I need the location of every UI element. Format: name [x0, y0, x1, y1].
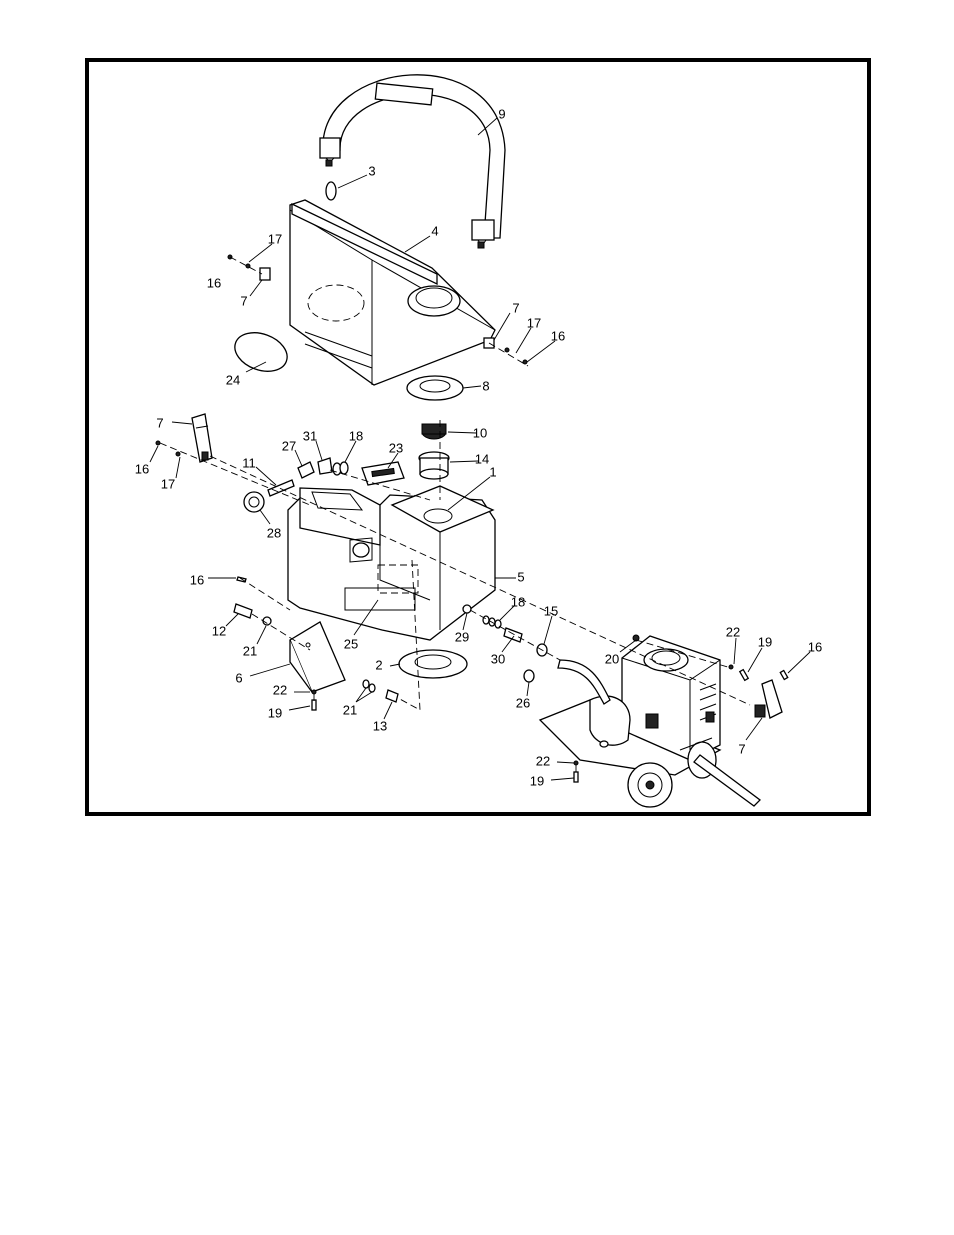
part-label-21a: 21	[243, 643, 257, 658]
part-label-16a: 16	[207, 275, 221, 290]
part-label-17c: 17	[161, 476, 175, 491]
part-label-16d: 16	[190, 572, 204, 587]
part-label-6: 6	[235, 670, 242, 685]
part-label-31: 31	[303, 428, 317, 443]
part-label-16b: 16	[551, 328, 565, 343]
fittings-top	[298, 458, 348, 478]
decal-23	[362, 462, 404, 485]
part-label-18a: 18	[349, 428, 363, 443]
part-label-20: 20	[605, 651, 619, 666]
part-label-30: 30	[491, 651, 505, 666]
part-label-7c: 7	[156, 415, 163, 430]
ring-gasket-8	[407, 376, 463, 400]
part-label-26: 26	[516, 695, 530, 710]
part-label-28: 28	[267, 525, 281, 540]
part-label-19b: 19	[268, 705, 282, 720]
part-label-22a: 22	[726, 624, 740, 639]
bushing-28	[244, 492, 264, 512]
part-label-5: 5	[517, 569, 524, 584]
strap-ring	[326, 182, 336, 200]
part-label-7b: 7	[512, 300, 519, 315]
part-label-17b: 17	[527, 315, 541, 330]
part-label-3: 3	[368, 163, 375, 178]
part-label-23: 23	[389, 440, 403, 455]
part-label-14: 14	[475, 451, 489, 466]
part-label-11: 11	[242, 455, 256, 470]
part-label-17a: 17	[268, 231, 282, 246]
part-label-12: 12	[212, 623, 226, 638]
part-label-9: 9	[498, 106, 505, 121]
gasket-24	[229, 326, 292, 378]
part-label-22b: 22	[273, 682, 287, 697]
part-label-24: 24	[226, 372, 240, 387]
part-label-15: 15	[544, 603, 558, 618]
part-label-7a: 7	[240, 293, 247, 308]
filter-10	[422, 424, 446, 439]
latch-left	[192, 414, 212, 462]
carry-strap	[320, 75, 505, 248]
strainer-14	[419, 452, 449, 479]
part-label-18b: 18	[511, 594, 525, 609]
pump-cart	[540, 636, 760, 807]
latch-right	[755, 680, 782, 718]
tube-11	[268, 480, 294, 496]
part-label-21b: 21	[343, 702, 357, 717]
part-label-29: 29	[455, 629, 469, 644]
part-label-16e: 16	[808, 639, 822, 654]
part-label-16c: 16	[135, 461, 149, 476]
part-label-1: 1	[489, 464, 496, 479]
part-label-2: 2	[375, 657, 382, 672]
tank-body	[288, 486, 495, 640]
upper-lid	[290, 200, 495, 385]
part-label-25: 25	[344, 636, 358, 651]
part-label-4: 4	[431, 223, 438, 238]
part-label-7d: 7	[738, 741, 745, 756]
part-label-19a: 19	[758, 634, 772, 649]
gasket-2	[399, 650, 467, 678]
part-label-27: 27	[282, 438, 296, 453]
part-label-22c: 22	[536, 753, 550, 768]
part-label-8: 8	[482, 378, 489, 393]
part-label-13: 13	[373, 718, 387, 733]
part-label-19c: 19	[530, 773, 544, 788]
part-label-10: 10	[473, 425, 487, 440]
bracket-6	[290, 622, 345, 692]
